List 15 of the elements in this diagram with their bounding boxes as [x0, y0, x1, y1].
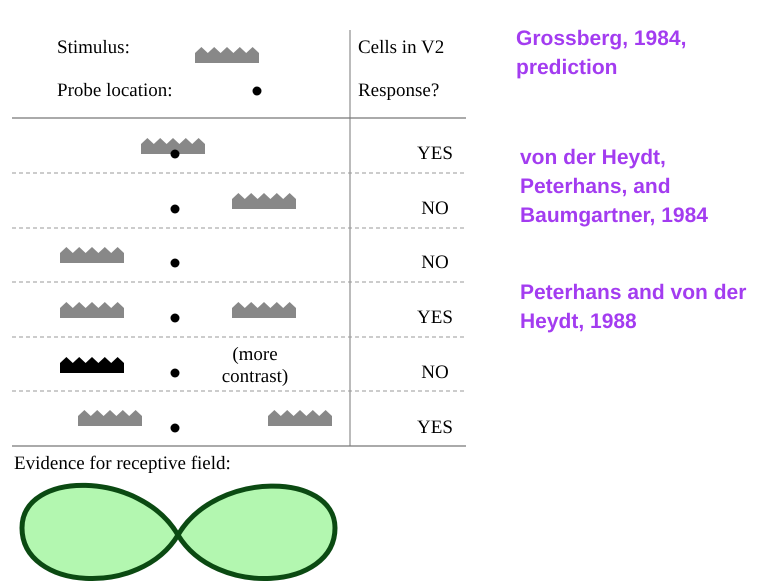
- citation-note: Peterhans and von der Heydt, 1988: [520, 280, 748, 335]
- note-text: (more contrast): [220, 344, 290, 388]
- header-text: Probe location:: [57, 80, 173, 102]
- citation-note: von der Heydt, Peterhans, and Baumgartner, 1984: [520, 145, 709, 229]
- caption-text: Evidence for receptive field:: [14, 453, 231, 475]
- response-text: NO: [420, 362, 450, 384]
- header-text: Response?: [358, 80, 440, 102]
- citation-note: Grossberg, 1984, prediction: [516, 26, 688, 81]
- response-text: YES: [416, 417, 454, 439]
- response-text: YES: [416, 307, 454, 329]
- header-text: Stimulus:: [57, 37, 130, 59]
- response-text: NO: [420, 198, 450, 220]
- response-text: YES: [416, 143, 454, 165]
- response-text: NO: [420, 252, 450, 274]
- header-text: Cells in V2: [358, 37, 444, 59]
